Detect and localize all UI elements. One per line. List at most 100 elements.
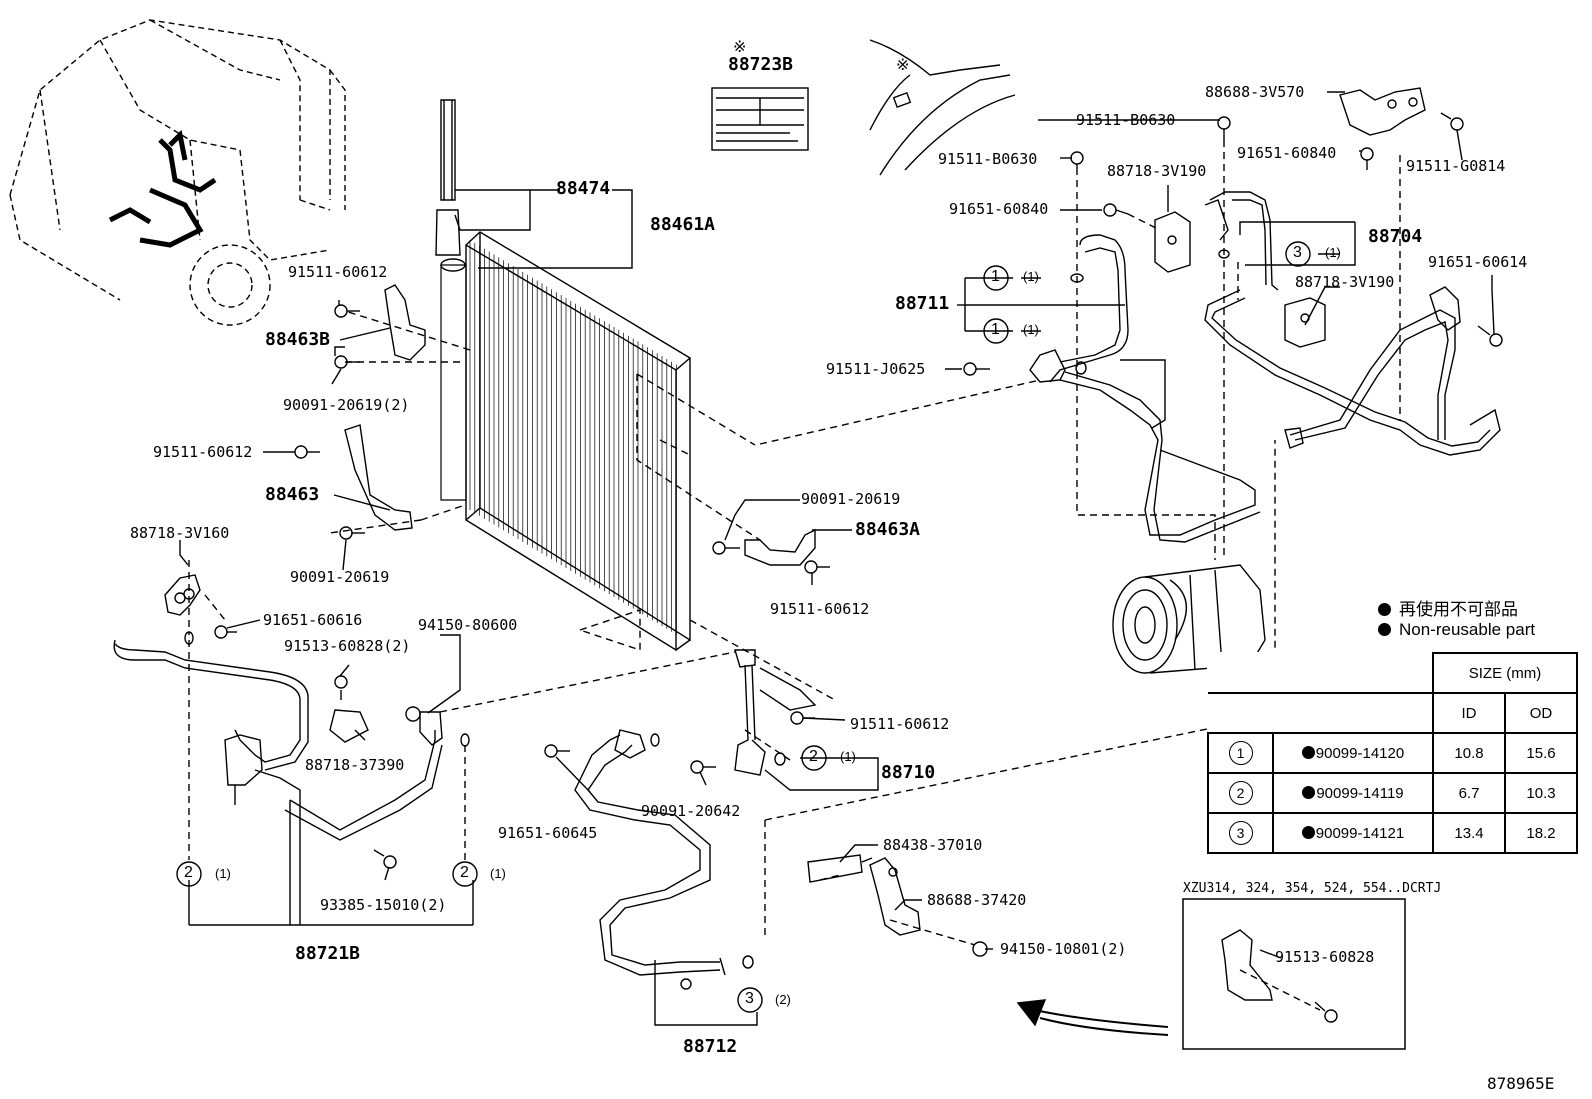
bracket-88463a (744, 528, 816, 566)
non-reusable-dot-icon (1378, 603, 1391, 616)
row-ref: 2 (1228, 781, 1253, 805)
label-88718-37390: 88718-37390 (305, 756, 405, 774)
hose-88711-and-88704 (1029, 191, 1501, 543)
non-reusable-dot-icon (1301, 825, 1315, 839)
label-91651-60840-left: 91651-60840 (949, 200, 1049, 218)
label-91511-j0625: 91511-J0625 (826, 360, 926, 378)
label-88718-3v190-right: 88718-3V190 (1295, 273, 1395, 291)
col-id-header: ID (1432, 692, 1506, 734)
row-od: 18.2 (1504, 812, 1578, 854)
row-part: 90099-14121 (1315, 824, 1405, 842)
receiver-dryer (435, 99, 467, 501)
label-88474: 88474 (556, 178, 611, 199)
table-row: 1 90099-14120 10.8 15.6 (1207, 732, 1578, 774)
callout-qty-1a: (1) (1023, 269, 1039, 284)
label-88461a: 88461A (650, 214, 716, 235)
kome-mark-88723b: ※ (733, 37, 747, 56)
callout-num-2a: 2 (809, 748, 818, 765)
bracket-88688-37420 (869, 857, 921, 936)
label-94150-10801-2: 94150-10801(2) (1000, 940, 1127, 958)
callout-num-1a: 1 (991, 268, 1000, 285)
bracket-88438 (807, 854, 873, 883)
row-id: 13.4 (1432, 812, 1506, 854)
label-88463a: 88463A (855, 519, 921, 540)
row-id: 6.7 (1432, 772, 1506, 814)
bracket-88463b (384, 284, 426, 361)
callout-qty-3a: (1) (1325, 245, 1341, 260)
label-88704: 88704 (1368, 226, 1423, 247)
label-88688-3v570: 88688-3V570 (1205, 83, 1305, 101)
label-88712: 88712 (683, 1036, 738, 1057)
kome-mark-hood: ※ (896, 55, 910, 74)
callout-qty-3b: (2) (775, 992, 791, 1007)
callout-qty-1b: (1) (1023, 322, 1039, 337)
legend-jp: 再使用不可部品 (1378, 595, 1518, 620)
condenser-fins (469, 240, 677, 635)
label-88718-3v190-top: 88718-3V190 (1107, 162, 1207, 180)
non-reusable-dot-icon (1302, 785, 1316, 799)
label-91651-60614: 91651-60614 (1428, 253, 1528, 271)
label-91513-60828-2: 91513-60828(2) (284, 637, 411, 655)
callout-qty-2a: (1) (840, 749, 856, 764)
label-88723b: 88723B (728, 54, 794, 75)
o-rings (184, 249, 1230, 969)
label-88463b: 88463B (265, 329, 331, 350)
row-od: 10.3 (1504, 772, 1578, 814)
table-row: 3 90099-14121 13.4 18.2 (1207, 812, 1578, 854)
clips-88718-3v190 (1154, 211, 1326, 348)
variant-inset (1182, 898, 1406, 1050)
label-91651-60645: 91651-60645 (498, 824, 598, 842)
label-91651-60616: 91651-60616 (263, 611, 363, 629)
callout-circles (176, 241, 1311, 1013)
o-ring-size-table: SIZE (mm) ID OD 1 90099-14120 10.8 15.6 … (1207, 652, 1578, 854)
label-88718-3v160: 88718-3V160 (130, 524, 230, 542)
diagram-reference-code: 878965E (1487, 1074, 1555, 1093)
row-ref: 1 (1228, 741, 1253, 765)
row-part: 90099-14119 (1316, 784, 1404, 802)
label-91511-60612-lower: 91511-60612 (850, 715, 950, 733)
non-reusable-dot-icon (1378, 623, 1391, 636)
callout-num-3a: 3 (1293, 244, 1302, 261)
row-ref: 3 (1228, 821, 1253, 845)
hose-88721b (113, 639, 443, 841)
row-od: 15.6 (1504, 732, 1578, 774)
label-90091-20619-right: 90091-20619 (801, 490, 901, 508)
label-88721b: 88721B (295, 943, 361, 964)
caution-label-card (711, 87, 809, 151)
hose-88710 (734, 649, 817, 776)
callout-qty-2c: (1) (490, 866, 506, 881)
table-row: 2 90099-14119 6.7 10.3 (1207, 772, 1578, 814)
label-88710: 88710 (881, 762, 936, 783)
bracket-88463 (344, 424, 413, 531)
condenser (464, 231, 692, 652)
label-91511-b0630-top: 91511-B0630 (1076, 111, 1176, 129)
label-90091-20642: 90091-20642 (641, 802, 741, 820)
label-94150-80600: 94150-80600 (418, 616, 518, 634)
cab-pipe-highlight (108, 129, 217, 248)
label-90091-20619-2: 90091-20619(2) (283, 396, 410, 414)
non-reusable-dot-icon (1301, 745, 1315, 759)
callout-num-1b: 1 (991, 321, 1000, 338)
label-91511-b0630-left: 91511-B0630 (938, 150, 1038, 168)
legend-en: Non-reusable part (1378, 620, 1535, 640)
bracket-88688-3v570 (1339, 87, 1426, 136)
label-88463: 88463 (265, 484, 320, 505)
callout-num-3b: 3 (745, 990, 754, 1007)
label-90091-20619-left: 90091-20619 (290, 568, 390, 586)
label-91511-60612-mid: 91511-60612 (153, 443, 253, 461)
label-88438-37010: 88438-37010 (883, 836, 983, 854)
label-91513-60828: 91513-60828 (1275, 948, 1375, 966)
row-part: 90099-14120 (1315, 744, 1405, 762)
leader-lines (179, 91, 1495, 1026)
label-91511-60612-top: 91511-60612 (288, 263, 388, 281)
pointer-arrow (1016, 999, 1169, 1036)
label-91651-60840-right: 91651-60840 (1237, 144, 1337, 162)
label-93385-15010-2: 93385-15010(2) (320, 896, 447, 914)
row-id: 10.8 (1432, 732, 1506, 774)
callout-qty-2b: (1) (215, 866, 231, 881)
label-91511-60612-right: 91511-60612 (770, 600, 870, 618)
label-91511-g0814: 91511-G0814 (1406, 157, 1506, 175)
label-88688-37420: 88688-37420 (927, 891, 1027, 909)
col-od-header: OD (1504, 692, 1578, 734)
